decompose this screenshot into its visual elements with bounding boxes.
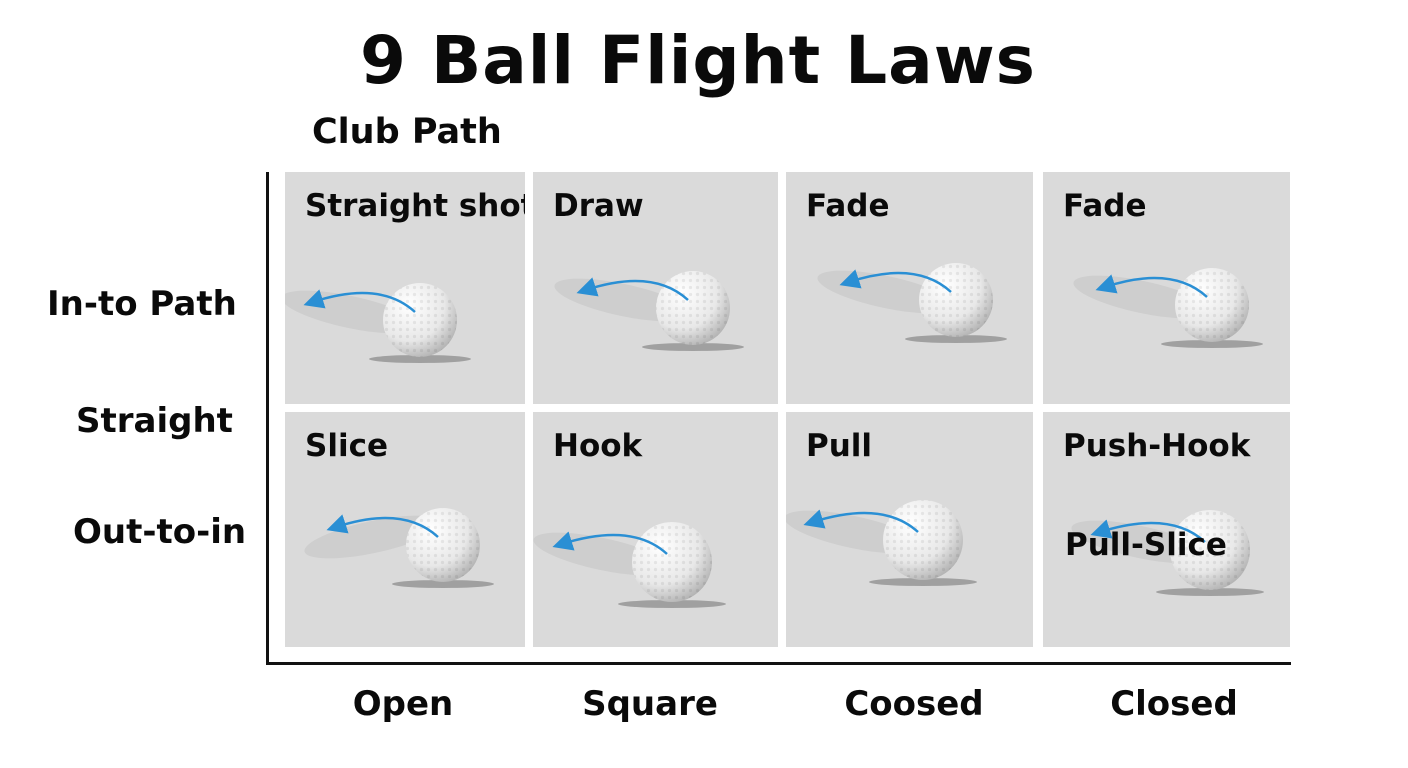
flight-arrow (303, 289, 416, 313)
shot-label: Straight shot (305, 188, 525, 224)
shot-label-secondary: Pull-Slice (1065, 527, 1227, 563)
row-label-out-to-in: Out-to-in (73, 512, 247, 552)
shot-label: Hook (553, 428, 643, 464)
golf-ball-illustration (304, 508, 494, 588)
shot-cell: Fade (1043, 172, 1290, 404)
column-label-square: Square (582, 684, 718, 724)
shot-label: Fade (806, 188, 890, 224)
ball-shadow (869, 578, 977, 586)
flight-arrow (576, 277, 689, 301)
ball-shadow (1156, 588, 1264, 596)
ball-shadow (392, 580, 494, 588)
flight-arrow (326, 514, 439, 538)
trail-shadow (304, 515, 442, 559)
ball-shadow (369, 355, 471, 363)
golf-ball-illustration (554, 271, 744, 351)
ball-shadow (618, 600, 726, 608)
shot-label: Push-Hook (1063, 428, 1251, 464)
flight-arrow (839, 269, 952, 293)
golf-ball-illustration (1073, 268, 1263, 348)
flight-arrow (1095, 274, 1208, 298)
flight-arrow (803, 509, 919, 533)
ball-shadow (1161, 340, 1263, 348)
column-label-closed: Closed (1110, 684, 1238, 724)
column-label-open: Open (352, 684, 454, 724)
flight-arrow (1090, 519, 1206, 543)
shot-cell: Fade (786, 172, 1033, 404)
x-axis-line (266, 662, 1291, 665)
shot-cell: Draw (533, 172, 778, 404)
shot-cell: Pull (786, 412, 1033, 647)
shot-cell: Straight shot (285, 172, 525, 404)
ball-shadow (905, 335, 1007, 343)
shot-label: Slice (305, 428, 388, 464)
golf-ball-illustration (786, 500, 977, 586)
shot-label: Pull (806, 428, 873, 464)
y-axis-line (266, 172, 269, 665)
golf-ball-illustration (1071, 510, 1264, 596)
y-axis-title: Club Path (312, 112, 502, 152)
row-label-straight: Straight (76, 401, 233, 441)
golf-ball-illustration (533, 522, 726, 608)
shot-cell: Slice (285, 412, 525, 647)
shot-cell: Hook (533, 412, 778, 647)
flight-arrow (552, 531, 668, 555)
shot-label: Fade (1063, 188, 1147, 224)
page-title: 9 Ball Flight Laws (360, 22, 1036, 99)
golf-ball-illustration (817, 263, 1007, 343)
column-label-coosed: Coosed (844, 684, 984, 724)
row-label-in-to-path: In-to Path (47, 284, 237, 324)
shot-label: Draw (553, 188, 644, 224)
golf-ball-illustration (285, 283, 471, 363)
ball-shadow (642, 343, 744, 351)
